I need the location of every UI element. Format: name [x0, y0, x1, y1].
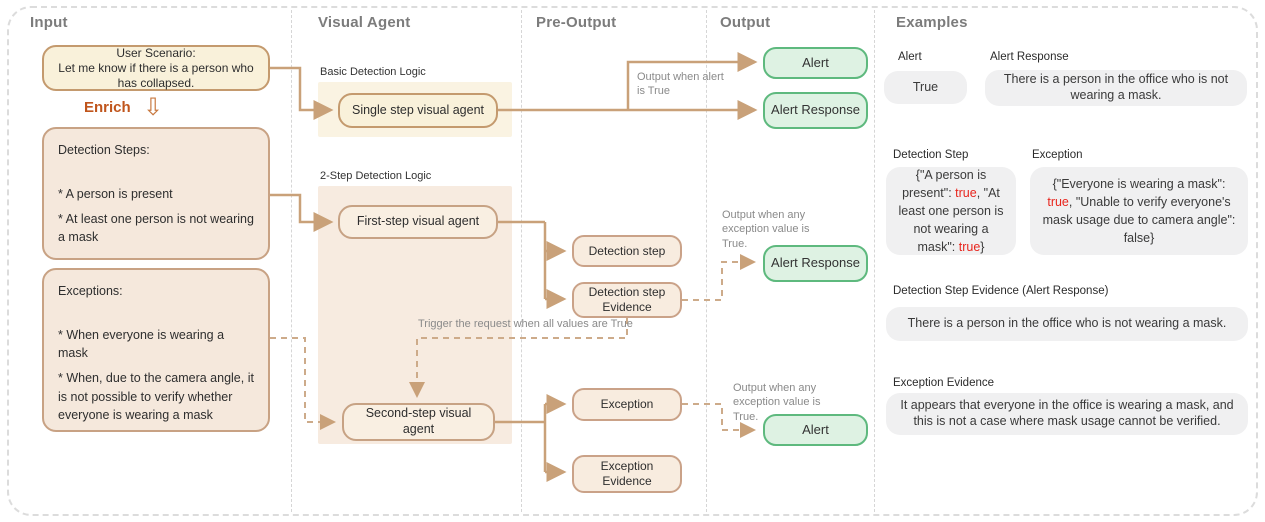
example-detection-step-evidence-value-box: There is a person in the office who is n…	[886, 307, 1248, 341]
two-step-logic-label: 2-Step Detection Logic	[320, 170, 432, 182]
example-exception-evidence-label: Exception Evidence	[893, 377, 995, 389]
column-separator-2	[521, 10, 522, 512]
annotation-output-when-alert: Output when alert is True	[637, 71, 724, 98]
example-alert-response-value-box: There is a person in the office who is n…	[985, 70, 1247, 106]
exception-box: Exception	[572, 388, 682, 421]
exceptions-box: Exceptions: * When everyone is wearing a…	[42, 268, 270, 432]
user-scenario-title: User Scenario:	[116, 45, 196, 60]
detection-steps-box: Detection Steps: * A person is present *…	[42, 127, 270, 260]
connector-evidence-to-alert-response	[682, 254, 756, 301]
exception-evidence-box: Exception Evidence	[572, 455, 682, 493]
user-scenario-box: User Scenario: Let me know if there is a…	[42, 45, 270, 91]
user-scenario-text: Let me know if there is a person who has…	[58, 60, 254, 90]
column-header-visual-agent: Visual Agent	[318, 14, 411, 31]
exception-item: * When, due to the camera angle, it is n…	[58, 371, 254, 422]
json-true-value: true	[955, 185, 977, 200]
annotation-trigger-request: Trigger the request when all values are …	[418, 318, 633, 330]
example-detection-step-value-box: {"A person is present": true, "At least …	[886, 167, 1016, 255]
example-exception-label: Exception	[1032, 149, 1083, 161]
annotation-output-when-exception-mid: Output when any exception value is True.	[722, 209, 810, 250]
enrich-label: Enrich	[84, 99, 131, 116]
example-detection-step-evidence-label: Detection Step Evidence (Alert Response)	[893, 285, 1109, 297]
alert-output-box: Alert	[763, 47, 868, 79]
json-segment: , "At least one person is not wearing a …	[898, 185, 1004, 255]
json-segment: {"Everyone is wearing a mask":	[1052, 176, 1226, 191]
json-true-value: true	[958, 240, 981, 255]
single-step-agent-box: Single step visual agent	[338, 93, 498, 128]
exception-item: * When everyone is wearing a mask	[58, 328, 225, 361]
detection-step-item: * A person is present	[58, 187, 173, 202]
column-header-pre-output: Pre-Output	[536, 14, 617, 31]
example-alert-response-label: Alert Response	[990, 51, 1069, 63]
enrich-down-arrow-icon: ⇩	[143, 94, 164, 121]
detection-step-item: * At least one person is not wearing a m…	[58, 212, 254, 245]
json-segment: , "Unable to verify everyone's mask usag…	[1042, 194, 1236, 246]
basic-logic-label: Basic Detection Logic	[320, 66, 426, 78]
column-header-output: Output	[720, 14, 771, 31]
alert-bottom-output-box: Alert	[763, 414, 868, 446]
example-alert-value-box: True	[884, 71, 967, 104]
example-exception-evidence-value-box: It appears that everyone in the office i…	[886, 393, 1248, 435]
annotation-output-when-exception-bottom: Output when any exception value is True.	[733, 382, 821, 423]
exceptions-title: Exceptions:	[58, 284, 123, 298]
json-true-value: true	[1047, 194, 1069, 209]
example-alert-label: Alert	[898, 51, 922, 63]
example-exception-value-box: {"Everyone is wearing a mask": true, "Un…	[1030, 167, 1248, 255]
alert-response-output-box: Alert Response	[763, 92, 868, 129]
column-separator-1	[291, 10, 292, 512]
detection-step-box: Detection step	[572, 235, 682, 267]
column-separator-4	[874, 10, 875, 512]
column-header-input: Input	[30, 14, 68, 31]
first-step-agent-box: First-step visual agent	[338, 205, 498, 239]
json-segment: {"A person is present":	[902, 167, 987, 200]
column-header-examples: Examples	[896, 14, 968, 31]
example-detection-step-label: Detection Step	[893, 149, 969, 161]
detection-step-evidence-box: Detection step Evidence	[572, 282, 682, 318]
detection-steps-title: Detection Steps:	[58, 143, 150, 157]
second-step-agent-box: Second-step visual agent	[342, 403, 495, 441]
json-segment: }	[980, 240, 985, 255]
alert-response-mid-output-box: Alert Response	[763, 245, 868, 282]
